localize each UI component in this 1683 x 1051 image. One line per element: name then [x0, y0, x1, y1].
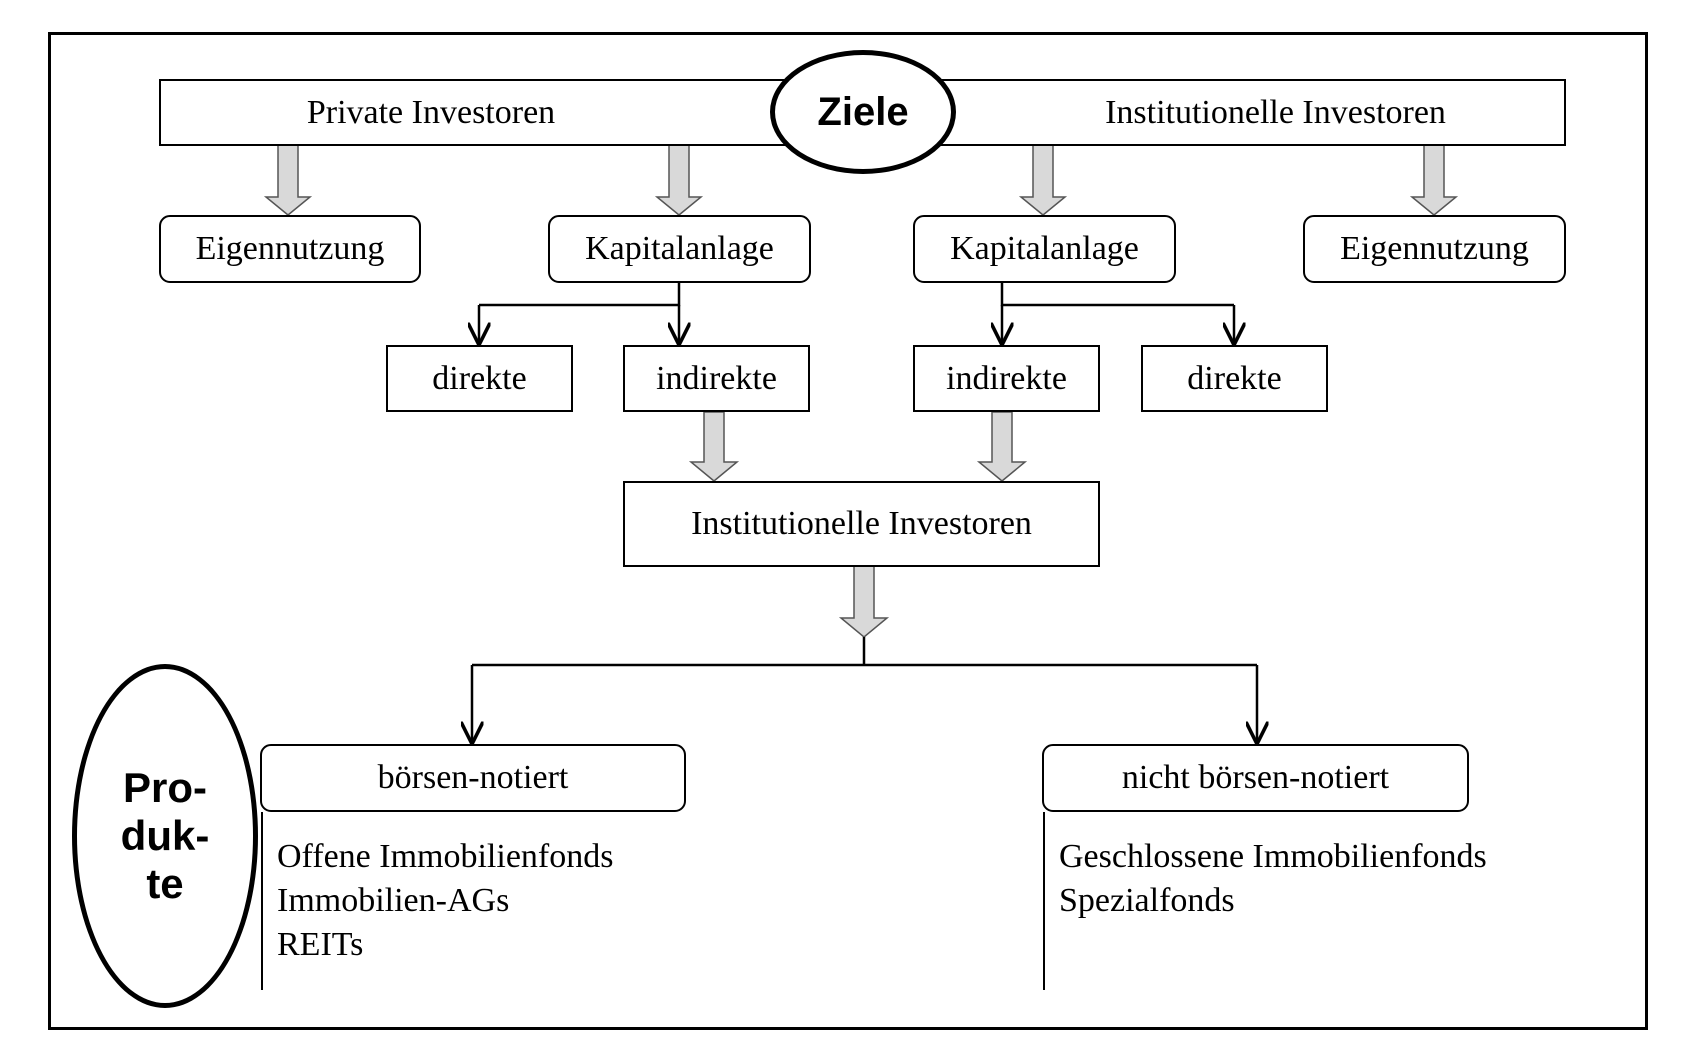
- label-nicht-boersen-notiert: nicht börsen-notiert: [1121, 759, 1390, 796]
- connector-kapitalanlage-left-split: [479, 283, 681, 307]
- block-arrow-indirekte-right: [976, 411, 1028, 482]
- produkte-oval: Pro- duk- te: [72, 664, 258, 1008]
- label-indirekte-left: indirekte: [656, 359, 777, 397]
- box-kapitalanlage-left: Kapitalanlage: [548, 215, 811, 283]
- box-kapitalanlage-right: Kapitalanlage: [913, 215, 1176, 283]
- label-eigennutzung-left: Eigennutzung: [195, 230, 385, 267]
- label-institutionelle-investoren-middle: Institutionelle Investoren: [691, 505, 1032, 542]
- block-arrow-middle-down: [838, 565, 890, 638]
- produkte-line3: te: [146, 860, 184, 907]
- unlisted-products-list: Geschlossene Immobilienfonds Spezialfond…: [1059, 835, 1487, 923]
- connector-products-split: [472, 637, 1257, 667]
- box-nicht-boersen-notiert: nicht börsen-notiert: [1042, 744, 1469, 812]
- label-indirekte-right: indirekte: [946, 359, 1067, 397]
- produkte-line2: duk-: [120, 812, 210, 859]
- connector-kapitalanlage-right-split: [1000, 283, 1234, 307]
- label-boersen-notiert: börsen-notiert: [377, 759, 569, 796]
- block-arrow-private-eigennutzung: [263, 144, 313, 216]
- label-direkte-right: direkte: [1187, 359, 1282, 397]
- label-private-investoren: Private Investoren: [306, 93, 556, 131]
- box-direkte-right: direkte: [1141, 345, 1328, 412]
- box-indirekte-right: indirekte: [913, 345, 1100, 412]
- list-item: REITs: [277, 926, 364, 963]
- label-kapitalanlage-right: Kapitalanlage: [950, 230, 1139, 267]
- box-boersen-notiert: börsen-notiert: [260, 744, 686, 812]
- produkte-line1: Pro-: [123, 764, 207, 811]
- label-eigennutzung-right: Eigennutzung: [1340, 230, 1529, 267]
- list-item: Spezialfonds: [1059, 882, 1235, 919]
- block-arrow-institutional-eigennutzung: [1409, 144, 1459, 216]
- list-item: Immobilien-AGs: [277, 882, 510, 919]
- label-kapitalanlage-left: Kapitalanlage: [585, 230, 774, 267]
- ziele-label: Ziele: [817, 89, 909, 134]
- box-private-investoren: Private Investoren: [159, 79, 813, 146]
- box-institutionelle-investoren-middle: Institutionelle Investoren: [623, 481, 1100, 567]
- block-arrow-private-kapitalanlage: [654, 144, 704, 216]
- box-eigennutzung-left: Eigennutzung: [159, 215, 421, 283]
- label-institutionelle-investoren-top: Institutionelle Investoren: [1105, 93, 1446, 131]
- box-indirekte-left: indirekte: [623, 345, 810, 412]
- block-arrow-institutional-kapitalanlage: [1018, 144, 1068, 216]
- list-item: Offene Immobilienfonds: [277, 838, 614, 875]
- listed-products-list: Offene Immobilienfonds Immobilien-AGs RE…: [277, 835, 613, 967]
- label-direkte-left: direkte: [432, 359, 527, 397]
- ziele-oval: Ziele: [770, 50, 956, 174]
- box-institutionelle-investoren-top: Institutionelle Investoren: [915, 79, 1566, 146]
- box-direkte-left: direkte: [386, 345, 573, 412]
- box-eigennutzung-right: Eigennutzung: [1303, 215, 1566, 283]
- block-arrow-indirekte-left: [688, 411, 740, 482]
- diagram-frame: [48, 32, 1648, 1030]
- list-item: Geschlossene Immobilienfonds: [1059, 838, 1487, 875]
